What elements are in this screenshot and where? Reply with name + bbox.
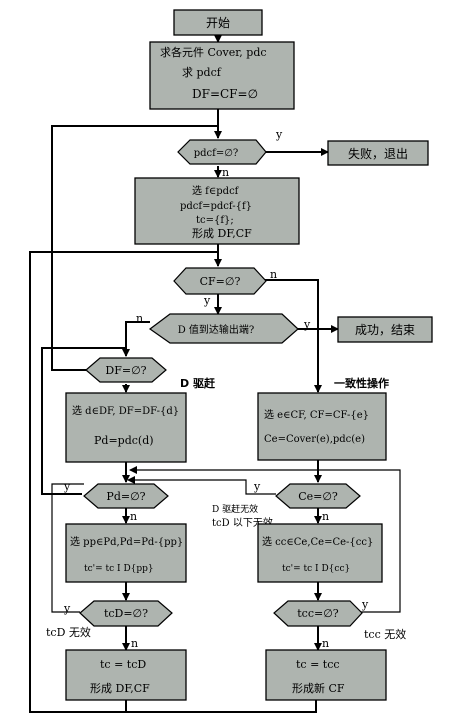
cc-box: 选 cc∈Ce,Ce=Ce-{cc} tc'= tc I D{cc} bbox=[257, 523, 383, 583]
label-y-cf: y bbox=[203, 294, 211, 307]
init-line1: 求各元件 Cover, pdc bbox=[160, 45, 267, 59]
fail-label: 失败，退出 bbox=[348, 146, 408, 161]
pp-box-line2: tc'= tc I D{pp} bbox=[84, 564, 154, 574]
decision-cf: CF=∅? bbox=[173, 267, 267, 295]
label-y-pd: y bbox=[63, 480, 71, 493]
label-y-tcd: y bbox=[63, 602, 71, 615]
decision-tcc-label: tcc=∅? bbox=[297, 607, 339, 620]
select-box: 选 f∈pdcf pdcf=pdcf-{f} tc={f}; 形成 DF,CF bbox=[134, 177, 300, 245]
label-y-ce: y bbox=[253, 480, 261, 493]
pp-box-line1: 选 pp∈Pd,Pd=Pd-{pp} bbox=[70, 535, 183, 548]
label-y-pdcf: y bbox=[275, 128, 283, 141]
decision-pdcf: pdcf=∅? bbox=[177, 139, 267, 165]
tcd-invalid-label: tcD 无效 bbox=[46, 625, 91, 639]
d-drive-box: 选 d∈DF, DF=DF-{d} Pd=pdc(d) bbox=[65, 392, 187, 463]
label-y-output: y bbox=[303, 318, 311, 331]
d-drive-label: D 驱赶 bbox=[180, 376, 216, 390]
right-end-box: tc = tcc 形成新 CF bbox=[265, 649, 387, 701]
d-box-line1: 选 d∈DF, DF=DF-{d} bbox=[72, 404, 179, 417]
d-box-line2: Pd=pdc(d) bbox=[94, 434, 154, 447]
success-label: 成功，结束 bbox=[355, 323, 415, 337]
pp-box: 选 pp∈Pd,Pd=Pd-{pp} tc'= tc I D{pp} bbox=[65, 523, 187, 583]
decision-pd-label: Pd=∅? bbox=[106, 490, 145, 503]
decision-output-label: D 值到达输出端? bbox=[178, 323, 255, 336]
label-n-tcc: n bbox=[322, 637, 329, 650]
start-node: 开始 bbox=[173, 9, 263, 36]
cc-box-line1: 选 cc∈Ce,Ce=Ce-{cc} bbox=[262, 535, 373, 548]
label-n-output: n bbox=[136, 312, 143, 325]
select-line4: 形成 DF,CF bbox=[192, 227, 252, 240]
right-end-line2: 形成新 CF bbox=[292, 681, 345, 695]
label-y-tcc: y bbox=[361, 598, 369, 611]
select-line2: pdcf=pdcf-{f} bbox=[180, 201, 252, 212]
left-end-box: tc = tcD 形成 DF,CF bbox=[65, 649, 187, 701]
e-box-line1: 选 e∈CF, CF=CF-{e} bbox=[264, 408, 369, 421]
select-line1: 选 f∈pdcf bbox=[192, 184, 240, 197]
note-d-invalid: D 驱赶无效 bbox=[212, 503, 258, 515]
left-end-line2: 形成 DF,CF bbox=[90, 682, 150, 695]
decision-tcd: tcD=∅? bbox=[79, 600, 173, 627]
consistency-label: 一致性操作 bbox=[334, 376, 389, 390]
tcc-invalid-label: tcc 无效 bbox=[364, 627, 406, 641]
decision-ce: Ce=∅? bbox=[275, 483, 361, 509]
label-n-cf: n bbox=[270, 268, 277, 281]
label-n-pdcf: n bbox=[222, 166, 229, 179]
decision-pd: Pd=∅? bbox=[83, 483, 169, 509]
consistency-box: 选 e∈CF, CF=CF-{e} Ce=Cover(e),pdc(e) bbox=[257, 392, 387, 461]
fail-node: 失败，退出 bbox=[327, 140, 429, 166]
decision-cf-label: CF=∅? bbox=[200, 275, 241, 288]
select-line3: tc={f}; bbox=[196, 215, 234, 226]
decision-pdcf-label: pdcf=∅? bbox=[194, 148, 239, 159]
decision-output: D 值到达输出端? bbox=[148, 313, 299, 344]
start-label: 开始 bbox=[206, 16, 230, 30]
cc-box-line2: tc'= tc I D{cc} bbox=[282, 564, 350, 574]
right-end-line1: tc = tcc bbox=[296, 658, 340, 671]
left-end-line1: tc = tcD bbox=[100, 658, 146, 671]
label-n-pd: n bbox=[130, 510, 137, 523]
init-line3: DF=CF=∅ bbox=[192, 87, 258, 101]
label-n-tcd: n bbox=[131, 637, 138, 650]
e-box-line2: Ce=Cover(e),pdc(e) bbox=[264, 434, 365, 445]
connectors bbox=[29, 35, 401, 713]
decision-df-label: DF=∅? bbox=[105, 364, 146, 377]
success-node: 成功，结束 bbox=[337, 316, 433, 343]
init-box: 求各元件 Cover, pdc 求 pdcf DF=CF=∅ bbox=[149, 41, 295, 110]
init-line2: 求 pdcf bbox=[182, 66, 222, 79]
label-n-ce: n bbox=[322, 510, 329, 523]
decision-df: DF=∅? bbox=[85, 357, 167, 383]
decision-tcc: tcc=∅? bbox=[273, 600, 363, 627]
decision-ce-label: Ce=∅? bbox=[298, 490, 338, 503]
decision-tcd-label: tcD=∅? bbox=[104, 607, 148, 620]
